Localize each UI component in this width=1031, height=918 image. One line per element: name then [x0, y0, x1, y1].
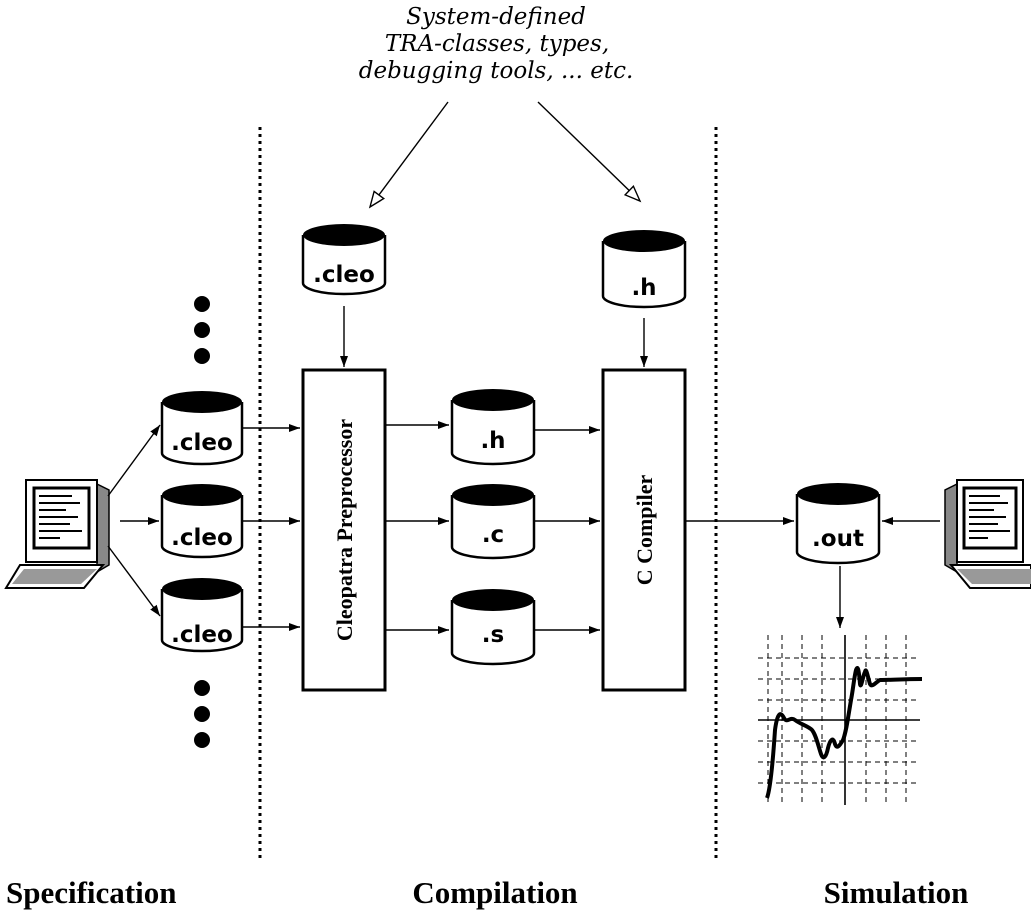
gen-c-cylinder: .c	[450, 484, 536, 560]
lib-h-label: .h	[631, 275, 656, 301]
response-graph-icon	[758, 635, 923, 805]
gen-c-label: .c	[482, 522, 504, 548]
gen-h-cylinder: .h	[450, 389, 536, 466]
compiler-label: C Compiler	[632, 474, 657, 585]
right-computer-terminal-icon	[944, 479, 1031, 589]
spec-cleo-cylinder-1: .cleo	[160, 391, 244, 466]
annotation-to-h-arrow	[537, 101, 640, 201]
gen-s-label: .s	[482, 622, 504, 648]
phase-specification: Specification	[6, 875, 177, 910]
annotation-to-cleo-arrow	[370, 101, 449, 207]
lib-h-cylinder: .h	[601, 230, 687, 309]
phase-compilation: Compilation	[412, 875, 577, 910]
spec-cleo-cylinder-2: .cleo	[160, 484, 244, 559]
spec-cleo-cylinder-3: .cleo	[160, 578, 244, 653]
compiler-box: C Compiler	[601, 368, 687, 692]
terminal-to-cleo-3-arrow	[107, 545, 161, 617]
terminal-to-cleo-1-arrow	[107, 424, 161, 497]
ellipsis-dots-bottom-icon	[194, 680, 210, 748]
spec-cleo-3-label: .cleo	[171, 622, 233, 648]
gen-h-label: .h	[480, 428, 505, 454]
left-computer-terminal-icon	[4, 479, 110, 589]
system-defined-annotation: System-defined TRA-classes, types, debug…	[359, 4, 634, 84]
gen-s-cylinder: .s	[450, 589, 536, 666]
spec-cleo-1-label: .cleo	[171, 430, 233, 456]
annotation-line-3: debugging tools, ... etc.	[359, 58, 634, 84]
out-label: .out	[812, 526, 864, 552]
spec-cleo-2-label: .cleo	[171, 525, 233, 551]
out-cylinder: .out	[795, 483, 881, 565]
annotation-line-2: TRA-classes, types,	[385, 31, 609, 57]
annotation-line-1: System-defined	[406, 4, 586, 30]
preprocessor-box: Cleopatra Preprocessor	[301, 368, 387, 692]
lib-cleo-label: .cleo	[313, 262, 375, 288]
preprocessor-label: Cleopatra Preprocessor	[332, 419, 357, 641]
ellipsis-dots-top-icon	[194, 296, 210, 364]
phase-simulation: Simulation	[824, 875, 969, 910]
lib-cleo-cylinder: .cleo	[301, 224, 387, 296]
